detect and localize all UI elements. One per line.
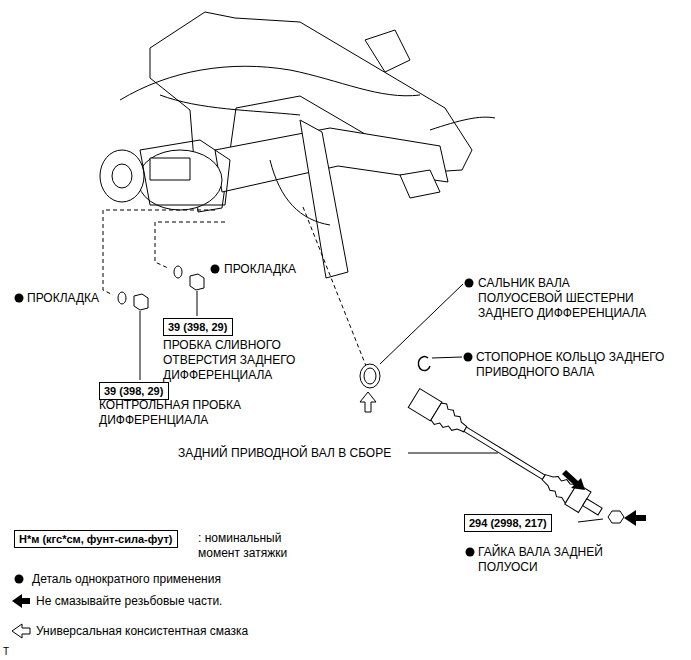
legend-text: Универсальная консистентная смазка [36, 624, 248, 639]
torque-box: 39 (398, 29) [163, 318, 233, 336]
axle-nut [608, 511, 624, 523]
hoses [120, 66, 495, 225]
part-name: ЗАДНИЙ ПРИВОДНОЙ ВАЛ В СБОРЕ [178, 446, 391, 461]
part-name: САЛЬНИК ВАЛА ПОЛУОСЕВОЙ ШЕСТЕРНИ ЗАДНЕГО… [478, 276, 648, 321]
subframe [100, 12, 472, 278]
drain-plug [190, 274, 204, 290]
part-name: ГАЙКА ВАЛА ЗАДНЕЙ ПОЛУОСИ [478, 545, 636, 575]
differential-cover [100, 150, 144, 202]
legend-box: Н*м (кгс*см, фунт-сила-фут) [14, 530, 178, 548]
plugs [118, 266, 204, 310]
one-time-bullet [465, 279, 474, 288]
leader-line [197, 291, 198, 316]
legend-text: Деталь однократного применения [32, 572, 221, 587]
leader-line [380, 284, 463, 364]
hose [430, 117, 495, 130]
shaft [464, 427, 545, 479]
hose [160, 95, 300, 115]
one-time-bullet [464, 353, 473, 362]
differential-hub [112, 164, 132, 188]
grease-arrow [360, 392, 376, 412]
leader-line [408, 453, 498, 454]
inner-boot [430, 401, 472, 439]
torque-value: 39 (398, 29) [168, 320, 228, 334]
part-name: КОНТРОЛЬНАЯ ПРОБКА ДИФФЕРЕНЦИАЛА [99, 398, 269, 428]
leader-line [140, 311, 141, 380]
actuator [150, 158, 190, 180]
dashed-line [103, 210, 215, 295]
part-name: СТОПОРНОЕ КОЛЬЦО ЗАДНЕГО ПРИВОДНОГО ВАЛА [476, 350, 681, 380]
oil-seal-inner [364, 368, 376, 384]
legend-bullet [15, 575, 24, 584]
part-name: ПРОКЛАДКА [27, 291, 99, 306]
torque-box: 39 (398, 29) [99, 382, 169, 400]
torque-box: 294 (2998, 217) [464, 514, 552, 532]
torque-value: 39 (398, 29) [104, 384, 164, 398]
dashed-line [155, 222, 225, 268]
torque-value: Н*м (кгс*см, фунт-сила-фут) [19, 532, 173, 546]
stub [583, 499, 603, 515]
hose [120, 66, 420, 100]
housing-edge [140, 140, 230, 205]
differential-housing [138, 150, 222, 210]
gasket [174, 266, 182, 278]
drive-shaft [408, 388, 607, 522]
hose [270, 160, 330, 225]
legend-hollow-arrow [12, 624, 30, 638]
oil-seal [360, 364, 380, 388]
one-time-bullet [15, 294, 24, 303]
one-time-bullet [466, 548, 475, 557]
legend-arrow [12, 594, 30, 608]
one-time-bullet [211, 265, 220, 274]
mount [400, 170, 440, 198]
no-lube-arrow [624, 510, 646, 526]
mount [365, 30, 410, 72]
check-plug [134, 294, 148, 310]
legend-text: Не смазывайте резьбовые части. [36, 594, 222, 609]
leader-line [432, 357, 462, 358]
gasket [118, 292, 126, 304]
no-lube-arrow [562, 470, 585, 490]
part-name: ПРОКЛАДКА [224, 262, 296, 277]
seal-ring [360, 357, 430, 388]
part-name: ПРОБКА СЛИВНОГО ОТВЕРСТИЯ ЗАДНЕГО ДИФФЕР… [163, 338, 323, 383]
legend-note: : номинальный момент затяжки [198, 531, 313, 561]
figure-mark: T [3, 644, 9, 659]
leader-line [578, 519, 603, 522]
snap-ring [418, 357, 430, 371]
arm [300, 120, 348, 278]
torque-value: 294 (2998, 217) [469, 516, 547, 530]
dashed-line [303, 207, 366, 366]
